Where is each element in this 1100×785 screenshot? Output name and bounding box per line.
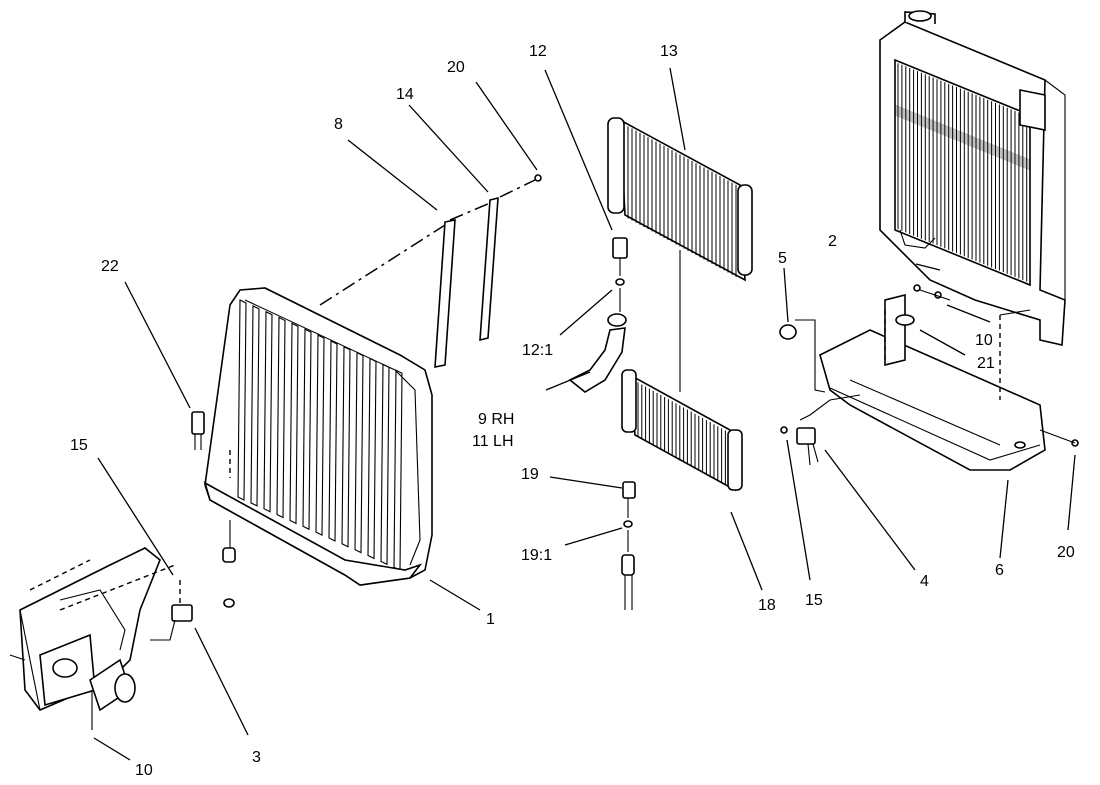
callout-15-right: 15: [805, 592, 823, 609]
callout-22: 22: [101, 258, 119, 275]
heater-core-upper: [607, 117, 753, 282]
callout-21: 21: [977, 355, 995, 372]
callout-15-left: 15: [70, 437, 88, 454]
radiator-assembly: [879, 10, 1066, 346]
callout-18: 18: [758, 597, 776, 614]
callout-2: 2: [828, 233, 837, 250]
callout-3: 3: [252, 749, 261, 766]
callout-12-1: 12:1: [522, 342, 553, 359]
callout-1: 1: [486, 611, 495, 628]
callout-labels: 1 2 3 4 5 6 8 9 RH 11 LH 10 10 12 12:1 1…: [70, 43, 1075, 779]
bumper-grommets: [222, 547, 236, 608]
mounting-tray: [819, 293, 1046, 471]
callout-20-top: 20: [447, 59, 465, 76]
mounting-bracket: [9, 547, 193, 712]
callout-12: 12: [529, 43, 547, 60]
leader-lines: [93, 67, 1076, 761]
switch-22: [191, 411, 205, 450]
callout-19-1: 19:1: [521, 547, 552, 564]
grommet-5: [779, 324, 797, 340]
relay-4: [796, 427, 819, 466]
grille-panel: [203, 287, 433, 586]
callout-11-lh: 11 LH: [472, 433, 514, 450]
callout-8: 8: [334, 116, 343, 133]
callout-4: 4: [920, 573, 929, 590]
callout-19: 19: [521, 466, 539, 483]
callout-9-rh: 9 RH: [478, 411, 514, 428]
seal-strip-8: [434, 219, 456, 368]
seal-strip-14: [479, 196, 499, 342]
callout-5: 5: [778, 250, 787, 267]
callout-10-left: 10: [135, 762, 153, 779]
callout-10-right: 10: [975, 332, 993, 349]
callout-6: 6: [995, 562, 1004, 579]
callout-14: 14: [396, 86, 414, 103]
callout-13: 13: [660, 43, 678, 60]
heater-core-lower: [621, 369, 743, 492]
callout-20-right: 20: [1057, 544, 1075, 561]
assembly-lines: [29, 179, 1076, 730]
hose-fittings: [568, 237, 636, 610]
